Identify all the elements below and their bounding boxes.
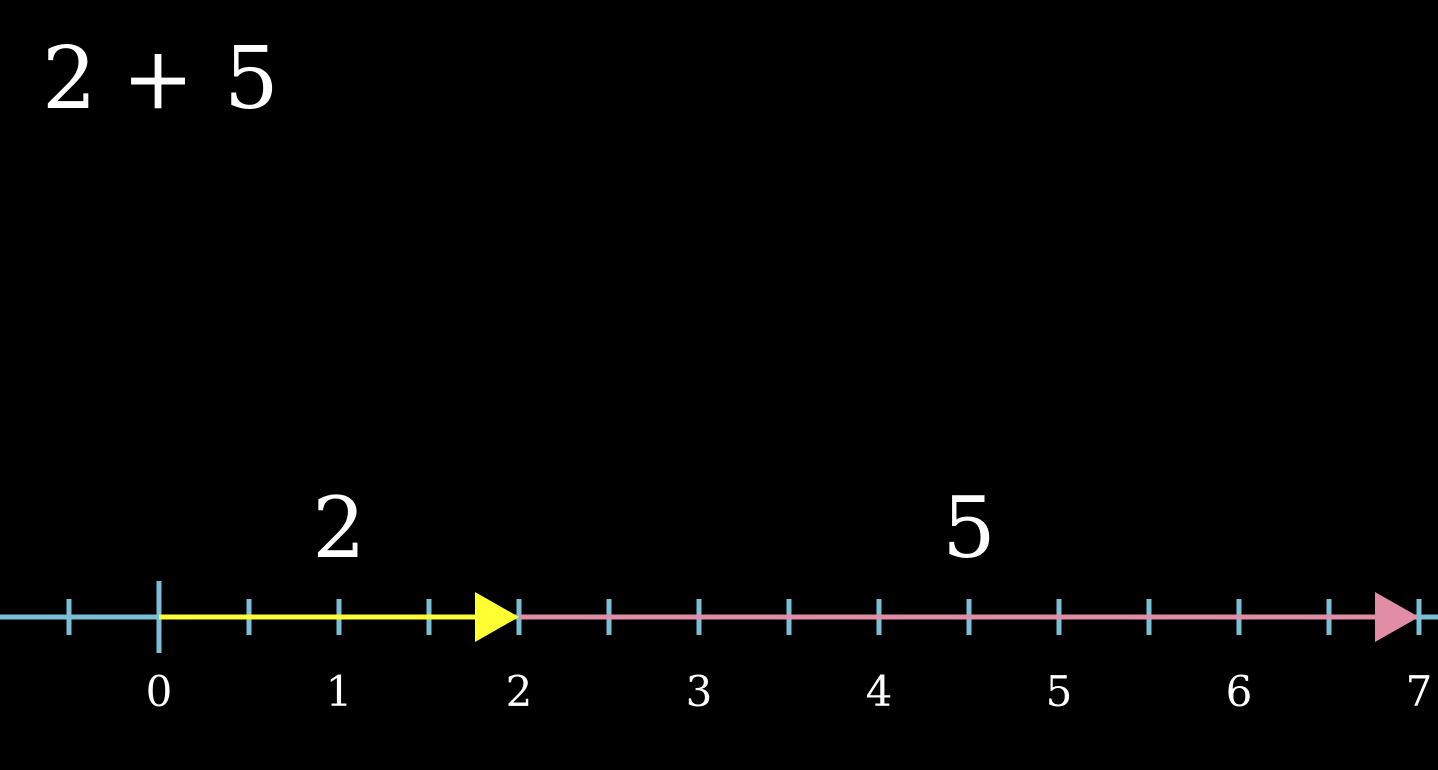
tick-label-1: 1	[326, 667, 353, 716]
equation-left-operand: 2	[42, 29, 97, 129]
tick-label-6: 6	[1226, 667, 1253, 716]
arrow-second-addend-head	[1375, 592, 1419, 642]
equation-right-operand: 5	[224, 29, 279, 129]
arrow-second-addend-label: 5	[942, 479, 995, 577]
tick-label-7: 7	[1406, 667, 1433, 716]
arrow-first-addend: 2	[159, 479, 519, 642]
arrow-second-addend: 5	[519, 479, 1419, 642]
arrow-first-addend-head	[475, 592, 519, 642]
equation: 2 + 5	[42, 29, 279, 129]
tick-label-0: 0	[146, 667, 173, 716]
arrow-first-addend-label: 2	[312, 479, 365, 577]
equation-plus-sign: +	[122, 29, 194, 129]
tick-label-4: 4	[866, 667, 893, 716]
number-line-tick-labels: 1 0 1 2 3 4 5 6 7	[146, 667, 1433, 716]
tick-label-5: 5	[1046, 667, 1073, 716]
number-line: 1 0 1 2 3 4 5 6 7	[0, 581, 1438, 716]
tick-label-3: 3	[686, 667, 713, 716]
tick-label-2: 2	[506, 667, 533, 716]
